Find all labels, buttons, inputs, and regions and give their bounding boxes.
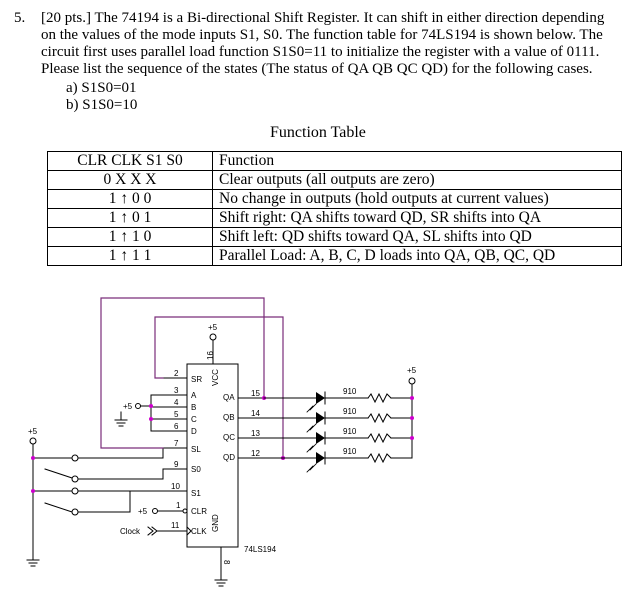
ground-symbol: [214, 546, 228, 587]
pin-label-sr: SR: [191, 375, 202, 384]
question-line: Please list the sequence of the states (…: [41, 61, 593, 77]
function-table-title: Function Table: [270, 124, 366, 141]
pin-label-gnd: GND: [211, 514, 220, 532]
led-supply-terminal: [408, 377, 416, 385]
resistor-label: 910: [343, 387, 357, 396]
junction-dot: [149, 417, 153, 421]
table-row: 0 X X X Clear outputs (all outputs are z…: [47, 170, 622, 190]
chip-name: 74LS194: [244, 545, 277, 554]
pin-number: 11: [171, 521, 180, 530]
resistor-label: 910: [343, 427, 357, 436]
table-cell: 1 ↑ 1 0: [47, 227, 213, 247]
led-qc: [306, 431, 326, 453]
clock-label: Clock: [120, 527, 141, 536]
led-qb: [306, 411, 326, 433]
resistor-qa: [367, 392, 392, 404]
clock-arrow-icon: [147, 526, 164, 536]
table-row: 1 ↑ 0 0 No change in outputs (hold outpu…: [47, 189, 622, 209]
pin-number: 16: [206, 351, 215, 360]
sr-feedback-wire: [154, 316, 284, 459]
table-row: 1 ↑ 1 0 Shift left: QD shifts toward QA,…: [47, 227, 622, 247]
pin-number: 5: [174, 410, 179, 419]
case-list: a) S1S0=01 b) S1S0=10: [66, 80, 137, 114]
vcc-supply-label: +5: [208, 323, 218, 332]
table-cell: Shift right: QA shifts toward QD, SR shi…: [212, 208, 622, 228]
vcc-terminal: [209, 333, 217, 341]
led-qa: [306, 391, 326, 413]
pin-label-vcc: VCC: [211, 369, 220, 386]
pin-label-a: A: [191, 391, 197, 400]
pin-label-qa: QA: [223, 393, 235, 402]
led-qd: [306, 451, 326, 473]
sl-feedback-wire: [100, 297, 265, 449]
pin-number: 2: [174, 369, 179, 378]
clr-supply-label: +5: [138, 507, 148, 516]
resistor-qd: [367, 452, 392, 464]
switch-clr[interactable]: [44, 502, 97, 516]
junction-dot: [410, 436, 414, 440]
chip-body: [186, 363, 239, 548]
pin-number: 9: [174, 460, 179, 469]
pin-number: 3: [174, 386, 179, 395]
pin-label-clk: CLK: [191, 527, 207, 536]
pin-label-sl: SL: [191, 445, 201, 454]
pin-number: 4: [174, 398, 179, 407]
pin-number: 14: [251, 409, 260, 418]
table-cell: 1 ↑ 1 1: [47, 246, 213, 266]
switch-s1[interactable]: [32, 487, 97, 495]
clr-inversion-bubble: [182, 508, 188, 514]
pin-number: 6: [174, 422, 179, 431]
pin-number: 13: [251, 429, 260, 438]
clk-edge-marker: [186, 526, 192, 536]
pin-label-d: D: [191, 427, 197, 436]
pin-label-qd: QD: [223, 453, 235, 462]
junction-dot: [410, 396, 414, 400]
pin-number: 10: [171, 482, 180, 491]
case-a: a) S1S0=01: [66, 80, 137, 96]
question-line: circuit first uses parallel load functio…: [41, 44, 600, 60]
resistor-label: 910: [343, 447, 357, 456]
abcd-supply-label: +5: [123, 402, 133, 411]
case-b: b) S1S0=10: [66, 97, 138, 113]
switch-sl[interactable]: [32, 454, 97, 462]
question-line: [20 pts.] The 74194 is a Bi-directional …: [41, 10, 605, 26]
pin-label-qb: QB: [223, 413, 235, 422]
table-cell: Shift left: QD shifts toward QA, SL shif…: [212, 227, 622, 247]
table-cell: No change in outputs (hold outputs at cu…: [212, 189, 622, 209]
junction-dot: [149, 404, 153, 408]
table-row: 1 ↑ 1 1 Parallel Load: A, B, C, D loads …: [47, 246, 622, 266]
junction-dot: [31, 489, 35, 493]
pin-label-c: C: [191, 415, 197, 424]
pin-label-clr: CLR: [191, 507, 207, 516]
question-text: [20 pts.] The 74194 is a Bi-directional …: [41, 10, 629, 78]
pin-label-s1: S1: [191, 489, 201, 498]
pin-label-s0: S0: [191, 465, 201, 474]
resistor-qb: [367, 412, 392, 424]
pin-number: 7: [174, 439, 179, 448]
resistor-label: 910: [343, 407, 357, 416]
pin-number: 12: [251, 449, 260, 458]
table-cell: Parallel Load: A, B, C, D loads into QA,…: [212, 246, 622, 266]
switch-s0[interactable]: [44, 468, 97, 483]
junction-dot: [31, 456, 35, 460]
pin-number: 8: [222, 560, 231, 565]
question-line: on the values of the mode inputs S1, S0.…: [41, 27, 603, 43]
pin-label-b: B: [191, 403, 196, 412]
function-table: CLR CLK S1 S0 Function 0 X X X Clear out…: [47, 151, 622, 266]
junction-dot: [410, 416, 414, 420]
resistor-qc: [367, 432, 392, 444]
pin-number: 1: [176, 501, 181, 510]
pin-number: 15: [251, 389, 260, 398]
led-supply-label: +5: [407, 366, 417, 375]
switch-supply-label: +5: [28, 427, 38, 436]
pin-label-qc: QC: [223, 433, 235, 442]
question-number: 5.: [14, 10, 26, 26]
